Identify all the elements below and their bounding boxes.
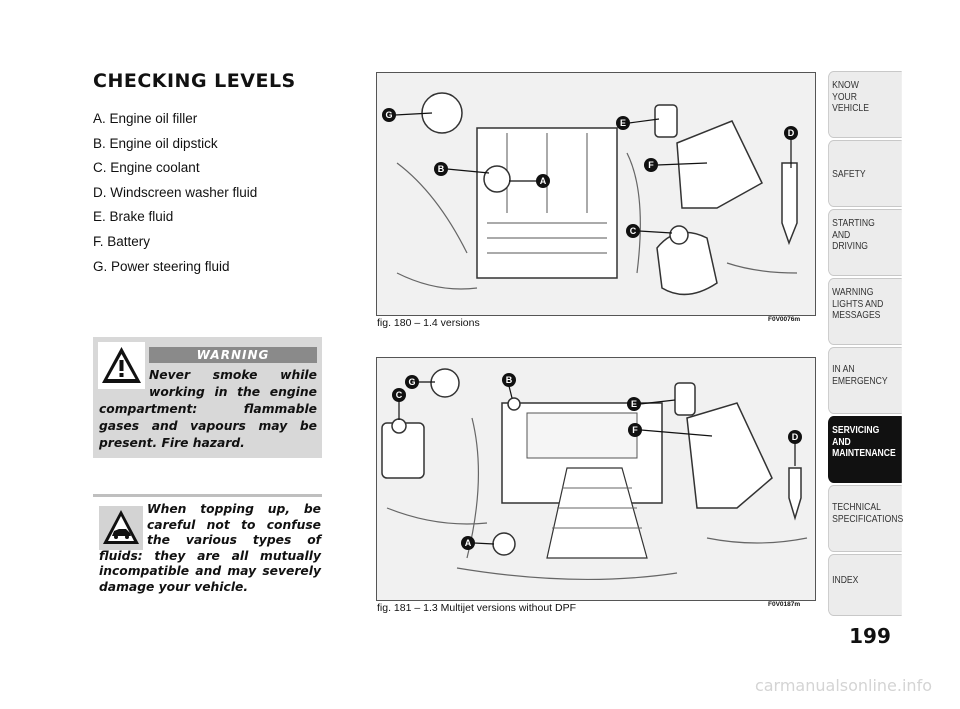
tab-index[interactable]: INDEX (828, 554, 902, 616)
component-legend: A. Engine oil filler B. Engine oil dipst… (93, 107, 257, 279)
watermark: carmanualsonline.info (754, 676, 932, 695)
callout-label: F (632, 425, 638, 435)
callout-label: A (540, 176, 547, 186)
note-text: When topping up, be careful not to confu… (99, 502, 321, 594)
callout-label: G (408, 377, 415, 387)
callout-label: C (396, 390, 403, 400)
callout-label: A (465, 538, 472, 548)
engine-diagram-1-3-multijet: G B C E F D A (376, 357, 816, 601)
warning-triangle-icon (98, 342, 145, 389)
warning-banner: WARNING (149, 347, 317, 363)
callout-label: C (630, 226, 637, 236)
callout-label: E (631, 399, 637, 409)
callout-label: F (648, 160, 654, 170)
legend-item: A. Engine oil filler (93, 111, 198, 126)
note-box: When topping up, be careful not to confu… (93, 494, 322, 604)
figure-caption: fig. 181 – 1.3 Multijet versions without… (377, 602, 577, 614)
legend-item: C. Engine coolant (93, 160, 200, 176)
callout-label: D (788, 128, 795, 138)
page-title: CHECKING LEVELS (93, 70, 296, 92)
warning-text: Never smoke while working in the engine … (99, 368, 317, 450)
callout-label: D (792, 432, 799, 442)
figure-caption: fig. 180 – 1.4 versions (377, 317, 480, 329)
page-number: 199 (849, 624, 891, 648)
legend-item: B. Engine oil dipstick (93, 135, 218, 151)
legend-item: G. Power steering fluid (93, 258, 230, 274)
legend-item: F. Battery (93, 233, 151, 249)
warning-box: WARNING Never smoke while working in the… (93, 337, 322, 458)
callout-label: B (506, 375, 513, 385)
figure-code: F0V0187m (768, 601, 801, 608)
engine-diagram-1-4: G E D B A F C (376, 72, 816, 316)
tab-safety[interactable]: SAFETY (828, 140, 902, 207)
callout-label: E (620, 118, 626, 128)
figure-code: F0V0076m (768, 316, 801, 323)
legend-item: E. Brake fluid (93, 209, 174, 225)
callout-label: G (385, 110, 392, 120)
car-triangle-icon (99, 506, 143, 550)
legend-item: D. Windscreen washer fluid (93, 184, 258, 200)
divider (93, 494, 322, 497)
callout-label: B (438, 164, 445, 174)
